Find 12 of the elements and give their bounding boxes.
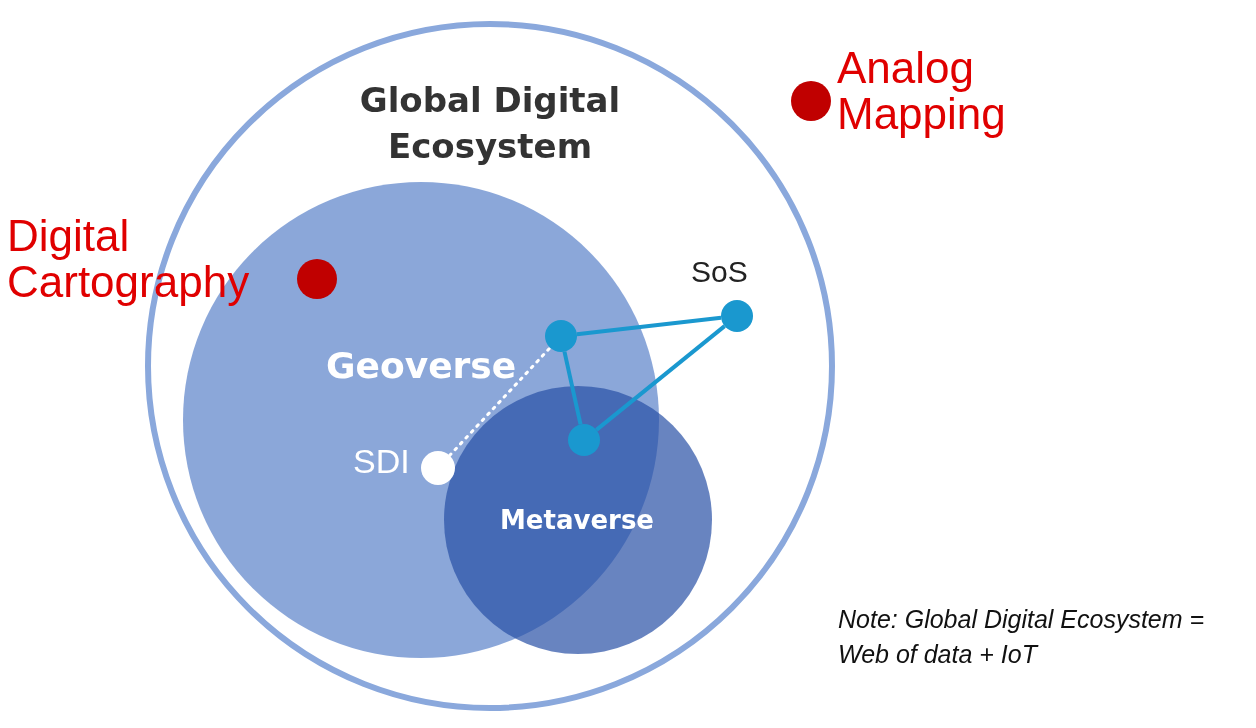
dot-label: Digital Cartography (7, 213, 251, 306)
dot-label: Analog Mapping (837, 45, 1007, 138)
circle-title: Global Digital Ecosystem (358, 79, 622, 168)
dotted-connector (448, 346, 552, 458)
connector-line (595, 324, 726, 432)
connector-line (562, 351, 583, 425)
note-text: Note: Global Digital Ecosystem = Web of data + IoT (838, 604, 1206, 670)
connector-line (576, 315, 722, 337)
circle-title: Geoverse (326, 345, 517, 386)
dot-label: SoS (691, 256, 748, 288)
dot-label: SDI (353, 444, 410, 480)
circle-title: Metaverse (500, 505, 654, 535)
